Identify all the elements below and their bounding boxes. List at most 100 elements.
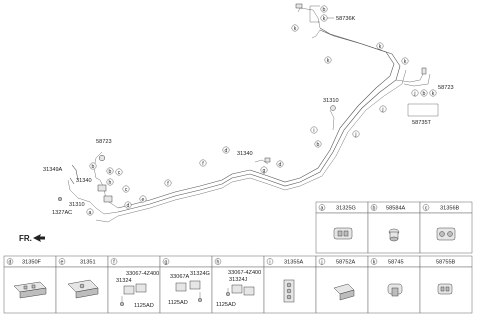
part-number-1125AD-h: 1125AD	[216, 302, 236, 308]
group-bracket-58735T	[309, 5, 439, 117]
svg-text:d: d	[225, 148, 228, 154]
callout-i-right: i	[310, 126, 318, 134]
callout-d-mid: d	[222, 146, 230, 154]
svg-text:h: h	[217, 259, 220, 265]
table-cell-j: j 58752A	[318, 258, 356, 301]
svg-text:a: a	[89, 210, 92, 216]
label-58736K: 58736K	[336, 16, 356, 22]
svg-text:k: k	[432, 91, 435, 97]
clip-58745-icon	[387, 283, 403, 297]
clip-31351-icon	[67, 279, 99, 299]
bolt-1327AC	[57, 196, 63, 202]
svg-text:j: j	[413, 91, 415, 97]
part-number-1125AD-f: 1125AD	[134, 303, 154, 309]
part-number-31324G: 31324G	[190, 271, 210, 277]
part-number-31324: 31324	[116, 278, 132, 284]
callout-e-left: e	[139, 195, 147, 203]
callout-j-mid: j	[352, 130, 360, 138]
connector-top	[295, 3, 303, 9]
clip-31355A-icon	[283, 279, 295, 303]
svg-text:j: j	[381, 107, 383, 113]
callout-k-top-3: k	[324, 56, 332, 64]
callout-b-left-1: b	[89, 162, 97, 170]
part-number-31350F: 31350F	[22, 260, 42, 266]
label-31340-mid: 31340	[237, 151, 253, 157]
callout-a-left: a	[86, 208, 94, 216]
parts-table-row-1: a 31325G b 58584A c 31356B	[315, 201, 473, 254]
clip-left-a	[97, 184, 107, 192]
svg-text:k: k	[327, 58, 330, 64]
label-31310-left: 31310	[69, 202, 85, 208]
callout-d-right: d	[276, 160, 284, 168]
part-number-58752A: 58752A	[336, 260, 356, 266]
table-cell-k: k 58745	[370, 258, 404, 297]
label-31310-right: 31310	[323, 98, 339, 104]
callout-k-top-1: k	[320, 14, 328, 22]
part-number-33067-4Z400-f: 33067-4Z400	[126, 271, 159, 277]
bracket-h-icon	[225, 284, 255, 297]
table-cell-e: e 31351	[58, 258, 99, 299]
svg-text:a: a	[321, 205, 324, 211]
table-cell-h: h 33067-4Z400 31324J 1125AD	[214, 258, 261, 308]
svg-text:c: c	[425, 205, 428, 211]
bracket-g-icon	[175, 280, 203, 303]
callout-g-mid: g	[260, 166, 268, 174]
connector-right	[421, 67, 427, 75]
table-cell-58755B: 58755B	[436, 260, 456, 295]
callout-b-right: b	[420, 89, 428, 97]
part-number-31324J: 31324J	[229, 277, 248, 283]
table-cell-g: g 33067A 31324G 1125AD	[162, 258, 210, 306]
fr-label: FR.	[19, 234, 32, 243]
callout-c-left-2: c	[122, 185, 130, 193]
svg-text:k: k	[379, 44, 382, 50]
callout-b-top-1: b	[320, 5, 328, 13]
label-58735T: 58735T	[412, 120, 432, 126]
part-number-33067A: 33067A	[170, 274, 190, 280]
callout-j-right-1: j	[379, 105, 387, 113]
label-31340-left: 31340	[76, 178, 92, 184]
svg-text:d: d	[279, 162, 282, 168]
connector-mid	[264, 157, 271, 163]
callout-b-left-2: b	[106, 167, 114, 175]
callout-c-left: c	[115, 168, 123, 176]
clip-58752A-icon	[333, 283, 355, 301]
grommet-58584A-icon	[388, 228, 400, 242]
part-number-58745: 58745	[388, 260, 404, 266]
bracket-f-icon	[119, 283, 147, 307]
part-number-58755B: 58755B	[436, 260, 456, 266]
table-cell-i: i 31355A	[266, 258, 304, 303]
svg-text:f: f	[167, 181, 169, 187]
callout-k-top-5: k	[401, 57, 409, 65]
svg-text:b: b	[373, 205, 376, 211]
svg-text:f: f	[202, 161, 204, 167]
callout-k-right: k	[429, 89, 437, 97]
diagram-callouts: b k k k k k j j b k i j b d d f g f e d …	[86, 5, 437, 216]
svg-text:b: b	[317, 142, 320, 148]
svg-text:e: e	[61, 259, 64, 265]
svg-text:b: b	[423, 91, 426, 97]
part-number-31356B: 31356B	[440, 206, 460, 212]
part-number-31355A: 31355A	[284, 260, 304, 266]
front-direction-indicator: FR.	[19, 234, 45, 243]
svg-text:j: j	[320, 259, 322, 265]
callout-f-mid: f	[199, 159, 207, 167]
clip-left-b	[103, 195, 113, 203]
table-cell-a: a 31325G	[318, 204, 356, 240]
diagram-connectors	[57, 3, 427, 203]
part-number-31351: 31351	[80, 260, 96, 266]
svg-text:g: g	[263, 168, 266, 174]
part-number-1125AD-g: 1125AD	[168, 300, 188, 306]
svg-text:b: b	[92, 164, 95, 170]
svg-text:f: f	[113, 259, 115, 265]
clip-31325G-icon	[333, 227, 353, 240]
parts-table-row-2: d 31350F e 31351 f 33067-4Z400	[3, 255, 473, 314]
table-cell-f: f 33067-4Z400 31324 1125AD	[110, 258, 159, 309]
table-cell-b: b 58584A	[370, 204, 406, 242]
callout-k-top-2: k	[291, 24, 299, 32]
svg-text:k: k	[294, 26, 297, 32]
label-58723-top: 58723	[438, 85, 454, 91]
callout-d-left: d	[124, 201, 132, 209]
clip-31356B-icon	[436, 227, 456, 241]
nut-58723-left	[98, 154, 106, 162]
